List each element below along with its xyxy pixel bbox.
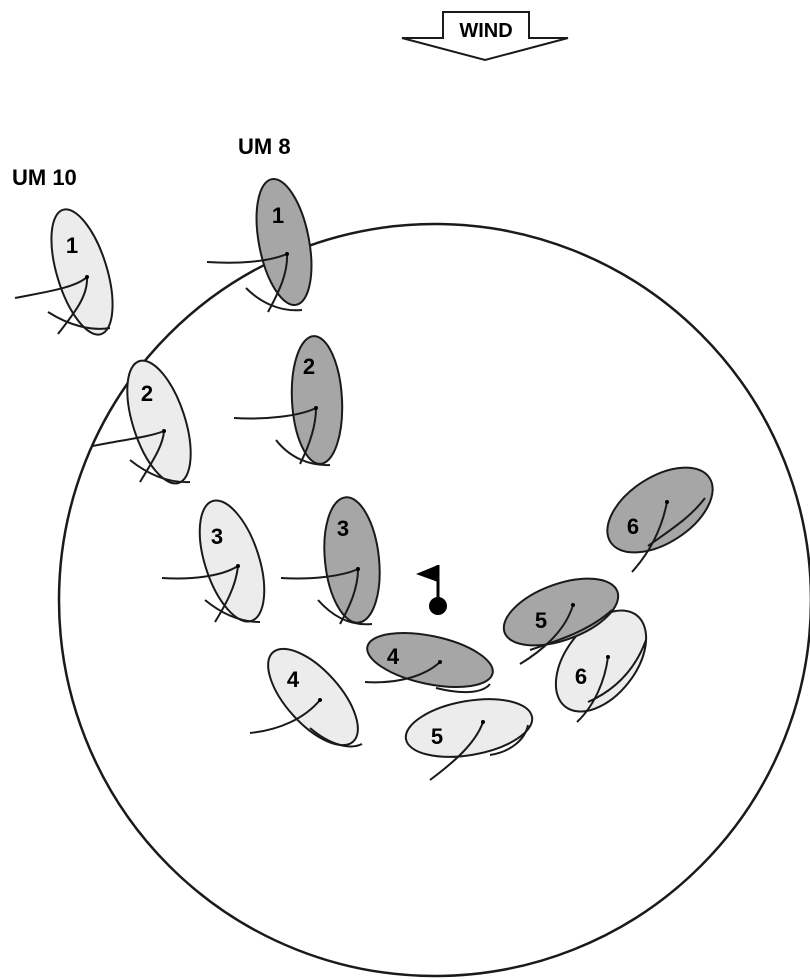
um8-boat-5-label: 5 (535, 608, 547, 633)
um8-boat-1-label: 1 (272, 203, 284, 228)
um10-boat-1: 1 (15, 203, 125, 342)
um8-boat-3-label: 3 (337, 516, 349, 541)
um10-boat-3-label: 3 (211, 524, 223, 549)
um10-boat-6-label: 6 (575, 664, 587, 689)
um8-boat-4: 4 (362, 623, 497, 697)
um8-boat-1: 1 (207, 174, 321, 312)
team-label-um8: UM 8 (238, 134, 291, 159)
um10-boat-2-label: 2 (141, 381, 153, 406)
um10-boat-4: 4 (250, 634, 373, 759)
um10-boat-4-label: 4 (287, 667, 300, 692)
um10-boat-5: 5 (401, 690, 536, 780)
wind-label: WIND (459, 20, 512, 42)
um8-boat-2-label: 2 (303, 354, 315, 379)
um8-boat-2: 2 (234, 335, 345, 465)
um8-boat-6-label: 6 (627, 514, 639, 539)
mark-flag-icon (416, 565, 447, 615)
wind-arrow: WIND (402, 12, 568, 60)
team-label-um10: UM 10 (12, 165, 77, 190)
um8-boat-6: 6 (593, 450, 728, 572)
um10-boat-5-label: 5 (431, 724, 443, 749)
um10-boat-1-label: 1 (66, 233, 78, 258)
um10-boat-3: 3 (162, 493, 277, 630)
um8-boat-3: 3 (281, 495, 385, 626)
um10-boat-2: 2 (93, 353, 204, 491)
um8-boat-4-label: 4 (387, 644, 400, 669)
